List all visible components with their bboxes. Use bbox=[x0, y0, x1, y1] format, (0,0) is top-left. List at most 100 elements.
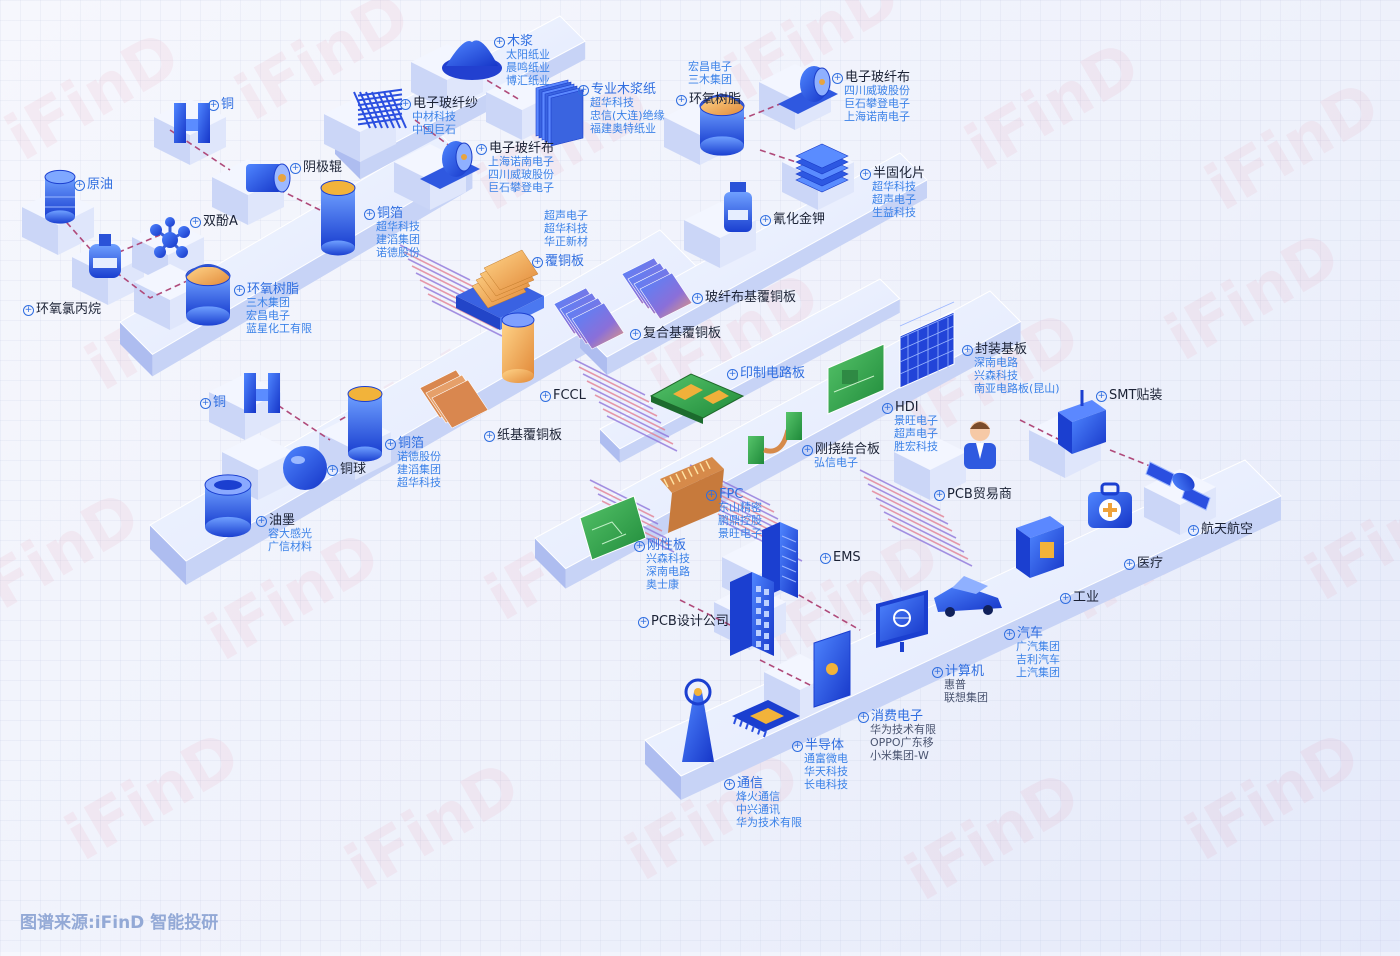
node-label-pcbmaoyi[interactable]: +PCB贸易商 bbox=[934, 485, 1012, 501]
company-name[interactable]: 东山精密 bbox=[718, 501, 762, 514]
expand-icon[interactable]: + bbox=[676, 95, 687, 106]
company-name[interactable]: 小米集团-W bbox=[870, 749, 929, 762]
company-name[interactable]: 超华科技 bbox=[872, 180, 916, 193]
expand-icon[interactable]: + bbox=[23, 305, 34, 316]
company-name[interactable]: 广信材料 bbox=[268, 540, 312, 553]
node-label-hdi[interactable]: +HDI bbox=[882, 398, 919, 414]
node-label-fccl[interactable]: +FCCL bbox=[540, 386, 586, 402]
company-name[interactable]: 博汇纸业 bbox=[506, 74, 550, 87]
expand-icon[interactable]: + bbox=[290, 163, 301, 174]
expand-icon[interactable]: + bbox=[934, 490, 945, 501]
company-name[interactable]: 三木集团 bbox=[688, 73, 732, 86]
company-name[interactable]: 深南电路 bbox=[646, 565, 690, 578]
node-label-bandaoti[interactable]: +半导体 bbox=[792, 736, 844, 752]
expand-icon[interactable]: + bbox=[208, 100, 219, 111]
company-name[interactable]: 华为技术有限 bbox=[870, 723, 936, 736]
company-name[interactable]: 华天科技 bbox=[804, 765, 848, 778]
company-name[interactable]: 胜宏科技 bbox=[894, 440, 938, 453]
expand-icon[interactable]: + bbox=[832, 73, 843, 84]
expand-icon[interactable]: + bbox=[932, 667, 943, 678]
company-name[interactable]: 超声电子 bbox=[544, 209, 588, 222]
node-label-jisuanji[interactable]: +计算机 bbox=[932, 662, 984, 678]
company-name[interactable]: 上海诺南电子 bbox=[488, 155, 554, 168]
expand-icon[interactable]: + bbox=[1004, 629, 1015, 640]
expand-icon[interactable]: + bbox=[1060, 593, 1071, 604]
expand-icon[interactable]: + bbox=[792, 741, 803, 752]
company-name[interactable]: 建滔集团 bbox=[376, 233, 420, 246]
company-name[interactable]: 容大感光 bbox=[268, 527, 312, 540]
company-name[interactable]: 四川威玻股份 bbox=[488, 168, 554, 181]
company-name[interactable]: OPPO广东移 bbox=[870, 736, 934, 749]
company-name[interactable]: 鹏鼎控股 bbox=[718, 514, 762, 527]
company-name[interactable]: 超声电子 bbox=[872, 193, 916, 206]
node-label-qinghuajinjia[interactable]: +氰化金钾 bbox=[760, 210, 825, 226]
company-name[interactable]: 惠普 bbox=[944, 678, 966, 691]
node-label-smt[interactable]: +SMT贴装 bbox=[1096, 386, 1162, 402]
node-label-tongbo2[interactable]: +铜箔 bbox=[385, 434, 424, 450]
expand-icon[interactable]: + bbox=[540, 391, 551, 402]
company-name[interactable]: 诺德股份 bbox=[397, 450, 441, 463]
company-name[interactable]: 太阳纸业 bbox=[506, 48, 550, 61]
company-name[interactable]: 中国巨石 bbox=[412, 123, 456, 136]
expand-icon[interactable]: + bbox=[860, 169, 871, 180]
node-label-boxianbu2[interactable]: +电子玻纤布 bbox=[832, 68, 910, 84]
expand-icon[interactable]: + bbox=[200, 398, 211, 409]
node-label-zhuanyemujiangzhi[interactable]: +专业木浆纸 bbox=[578, 80, 656, 96]
company-name[interactable]: 景旺电子 bbox=[718, 527, 762, 540]
company-name[interactable]: 弘信电子 bbox=[814, 456, 858, 469]
node-label-tongbo1[interactable]: +铜箔 bbox=[364, 204, 403, 220]
company-name[interactable]: 诺德股份 bbox=[376, 246, 420, 259]
node-label-huanyangshuzhi1[interactable]: +环氧树脂 bbox=[234, 280, 299, 296]
expand-icon[interactable]: + bbox=[802, 445, 813, 456]
company-name[interactable]: 超声电子 bbox=[894, 427, 938, 440]
node-label-xiaofeidianzi[interactable]: +消费电子 bbox=[858, 707, 923, 723]
company-name[interactable]: 超华科技 bbox=[397, 476, 441, 489]
node-label-ems[interactable]: +EMS bbox=[820, 548, 861, 564]
company-name[interactable]: 蓝星化工有限 bbox=[246, 322, 312, 335]
expand-icon[interactable]: + bbox=[256, 516, 267, 527]
company-name[interactable]: 宏昌电子 bbox=[688, 60, 732, 73]
node-label-ganglao[interactable]: +刚挠结合板 bbox=[802, 440, 880, 456]
expand-icon[interactable]: + bbox=[484, 431, 495, 442]
expand-icon[interactable]: + bbox=[1096, 391, 1107, 402]
company-name[interactable]: 巨石攀登电子 bbox=[488, 181, 554, 194]
expand-icon[interactable]: + bbox=[634, 541, 645, 552]
company-name[interactable]: 兴森科技 bbox=[974, 369, 1018, 382]
company-name[interactable]: 联想集团 bbox=[944, 691, 988, 704]
node-label-pcbsheji[interactable]: +PCB设计公司 bbox=[638, 612, 729, 628]
node-label-shuangfen[interactable]: +双酚A bbox=[190, 212, 238, 228]
node-label-huanyanglvbingwan[interactable]: +环氧氯丙烷 bbox=[23, 300, 101, 316]
node-label-gangxingban[interactable]: +刚性板 bbox=[634, 536, 686, 552]
company-name[interactable]: 吉利汽车 bbox=[1016, 653, 1060, 666]
expand-icon[interactable]: + bbox=[858, 712, 869, 723]
expand-icon[interactable]: + bbox=[385, 439, 396, 450]
node-label-fengzhuangjiban[interactable]: +封装基板 bbox=[962, 340, 1027, 356]
company-name[interactable]: 超华科技 bbox=[544, 222, 588, 235]
expand-icon[interactable]: + bbox=[476, 144, 487, 155]
node-label-tongqiu[interactable]: +铜球 bbox=[327, 460, 366, 476]
company-name[interactable]: 建滔集团 bbox=[397, 463, 441, 476]
expand-icon[interactable]: + bbox=[74, 180, 85, 191]
company-name[interactable]: 宏昌电子 bbox=[246, 309, 290, 322]
expand-icon[interactable]: + bbox=[400, 99, 411, 110]
expand-icon[interactable]: + bbox=[882, 403, 893, 414]
company-name[interactable]: 南亚电路板(昆山) bbox=[974, 382, 1060, 395]
node-label-youmo[interactable]: +油墨 bbox=[256, 511, 295, 527]
company-name[interactable]: 烽火通信 bbox=[736, 790, 780, 803]
expand-icon[interactable]: + bbox=[638, 617, 649, 628]
company-name[interactable]: 上海诺南电子 bbox=[844, 110, 910, 123]
expand-icon[interactable]: + bbox=[630, 329, 641, 340]
company-name[interactable]: 四川威玻股份 bbox=[844, 84, 910, 97]
expand-icon[interactable]: + bbox=[190, 217, 201, 228]
expand-icon[interactable]: + bbox=[760, 215, 771, 226]
expand-icon[interactable]: + bbox=[234, 285, 245, 296]
expand-icon[interactable]: + bbox=[578, 85, 589, 96]
node-label-yinzhidianluban[interactable]: +印制电路板 bbox=[727, 364, 805, 380]
expand-icon[interactable]: + bbox=[724, 779, 735, 790]
company-name[interactable]: 中材科技 bbox=[412, 110, 456, 123]
node-label-boxianbu1[interactable]: +电子玻纤布 bbox=[476, 139, 554, 155]
node-label-mujiang[interactable]: +木浆 bbox=[494, 32, 533, 48]
node-label-fugongban[interactable]: +覆铜板 bbox=[532, 252, 584, 268]
node-label-hangtian[interactable]: +航天航空 bbox=[1188, 520, 1253, 536]
expand-icon[interactable]: + bbox=[820, 553, 831, 564]
